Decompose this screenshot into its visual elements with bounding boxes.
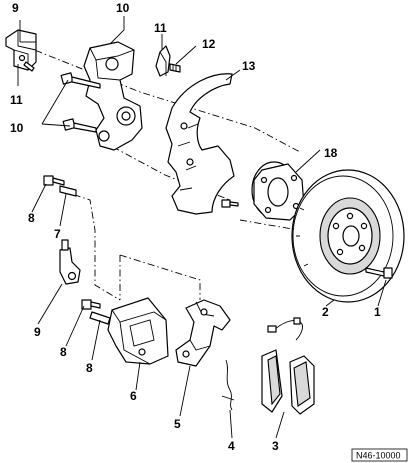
retaining-spring-part-4 (221, 359, 235, 411)
guide-pin-part-7-lower (89, 311, 111, 325)
callout-7-upper: 7 (54, 227, 61, 241)
cover-plate-part-16 (165, 73, 235, 215)
callout-3: 3 (272, 439, 279, 453)
wheel-hub-part-18 (251, 161, 305, 221)
callout-6: 6 (130, 389, 137, 403)
reference-code: N46-10000 (356, 451, 401, 461)
bleed-valve-part-9 (59, 239, 81, 285)
bracket-part-12 (5, 29, 37, 71)
bolt-part-10-lower (62, 118, 97, 133)
bolt-part-10-upper (60, 72, 101, 89)
callout-9: 9 (34, 325, 41, 339)
callout-13: 10 (116, 1, 130, 15)
bolt-part-8-upper (43, 175, 65, 186)
screw-part-11 (23, 61, 35, 72)
leader-lines (17, 16, 387, 439)
callout-7-lower: 8 (86, 361, 93, 375)
screw-part-1 (365, 267, 393, 279)
brake-caliper-part-6 (107, 297, 169, 365)
callout-8-upper: 8 (28, 211, 35, 225)
brake-pads-part-3 (261, 317, 315, 415)
callout-labels: 9 10 11 12 13 11 10 18 8 7 9 8 8 6 5 4 3… (10, 1, 381, 453)
callout-11: 11 (10, 93, 23, 107)
callout-10: 10 (10, 121, 24, 135)
reference-code-box: N46-10000 (351, 448, 408, 462)
callout-12: 9 (12, 1, 19, 15)
brake-carrier-part-5 (175, 299, 231, 367)
guide-pin-part-7-upper (59, 185, 77, 197)
callout-16: 13 (242, 59, 256, 73)
bolt-part-8-lower (81, 299, 101, 310)
callout-4: 4 (228, 439, 235, 453)
speed-sensor-part-14 (155, 45, 171, 77)
callout-14: 11 (154, 21, 167, 35)
callout-1: 1 (374, 305, 381, 319)
callout-5: 5 (174, 417, 181, 431)
callout-15: 12 (202, 37, 216, 51)
callout-8-lower: 8 (60, 345, 67, 359)
brake-disc-part-2 (291, 169, 405, 303)
callout-2: 2 (322, 305, 329, 319)
cover-plate-bolt (221, 199, 239, 208)
steering-knuckle-part-13 (83, 41, 143, 151)
callout-18: 18 (324, 146, 338, 160)
screw-part-15 (169, 63, 181, 73)
